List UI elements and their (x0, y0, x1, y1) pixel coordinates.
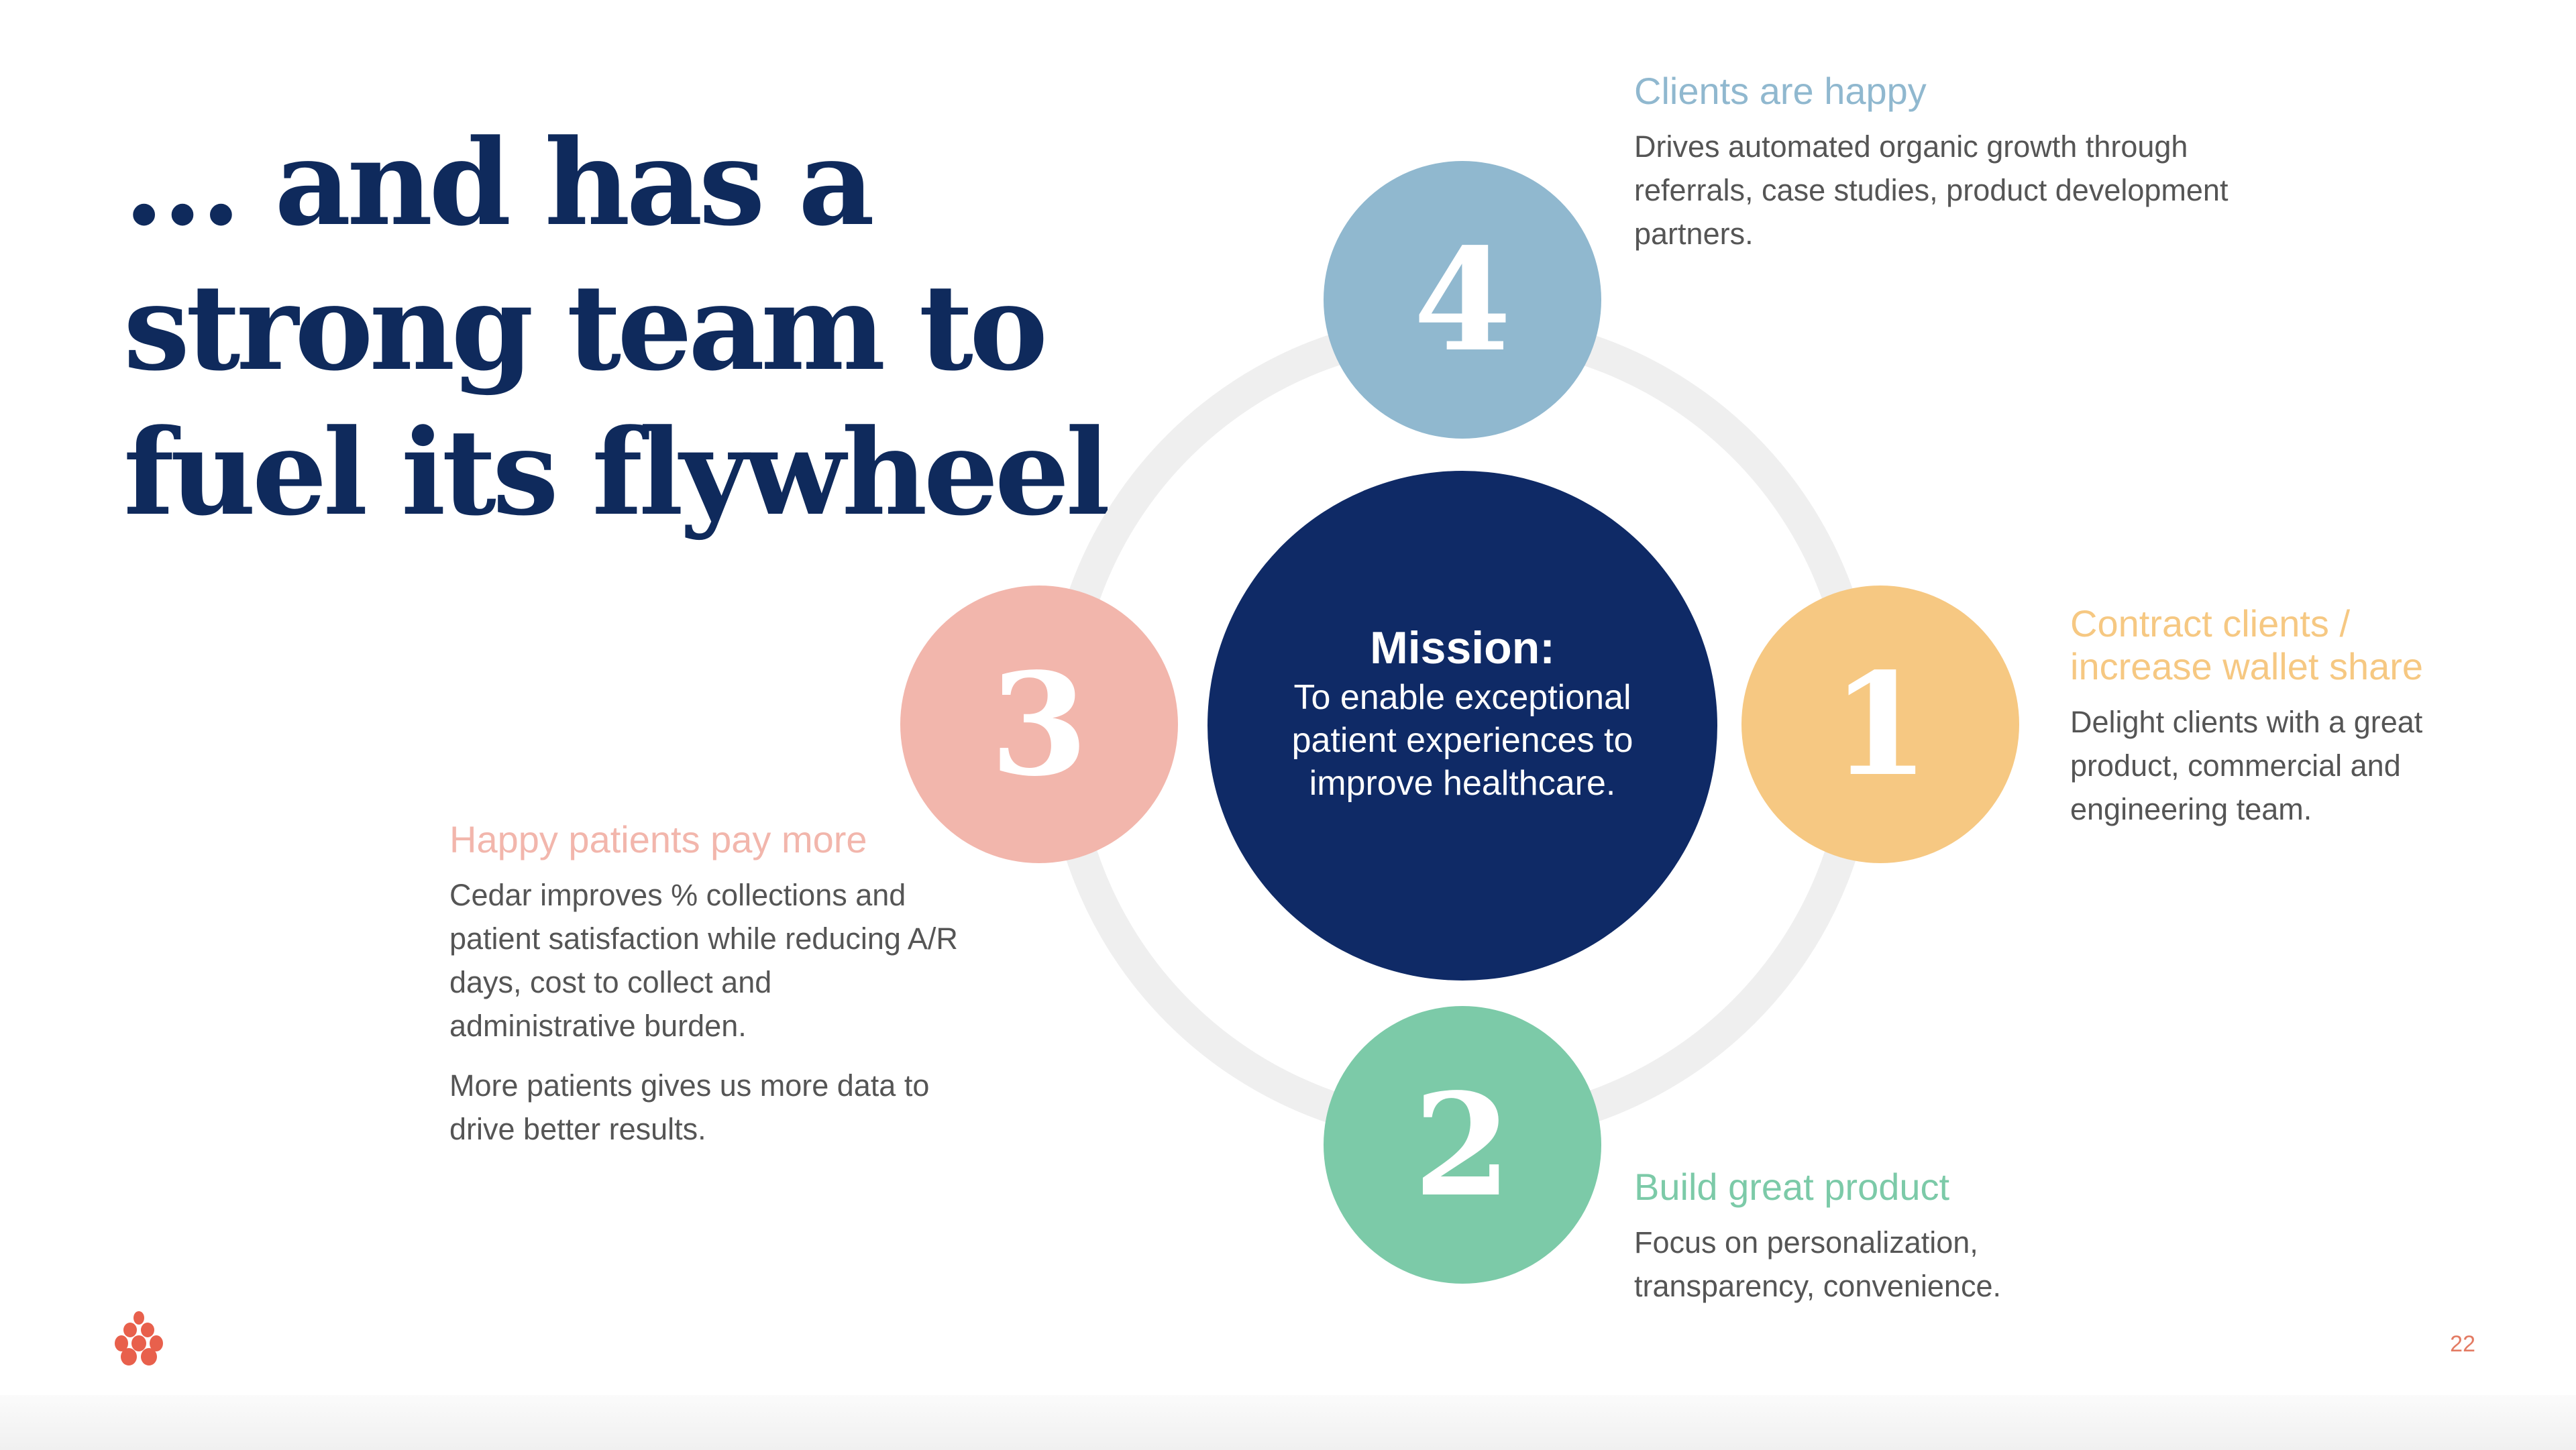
slide-title-line-2: strong team to (123, 258, 1048, 397)
step-3-description: Happy patients pay more Cedar improves %… (449, 818, 959, 1151)
step-2-description: Build great product Focus on personaliza… (1634, 1166, 2117, 1308)
step-1-title: Contract clients / increase wallet share (2070, 602, 2424, 687)
step-4-title: Clients are happy (1634, 70, 1927, 112)
step-2-text: Focus on personalization, transparency, … (1634, 1225, 2001, 1303)
step-4-text: Drives automated organic growth through … (1634, 129, 2229, 251)
step-3-title: Happy patients pay more (449, 818, 867, 860)
mission-title: Mission: (1370, 622, 1555, 673)
step-3-text-2: More patients gives us more data to driv… (449, 1068, 930, 1146)
step-4-circle: 4 (1324, 161, 1601, 439)
page-number: 22 (2450, 1331, 2475, 1357)
step-1-description: Contract clients / increase wallet share… (2070, 602, 2500, 831)
step-4-description: Clients are happy Drives automated organ… (1634, 70, 2278, 256)
pinecone-icon (115, 1311, 163, 1365)
step-3-circle: 3 (900, 585, 1178, 863)
step-2-circle: 2 (1324, 1006, 1601, 1284)
slide-title-line-3: fuel its flywheel (123, 403, 1110, 542)
step-3-text: Cedar improves % collections and patient… (449, 878, 958, 1043)
step-1-text: Delight clients with a great product, co… (2070, 705, 2423, 826)
step-1-circle: 1 (1741, 585, 2019, 863)
bottom-bar (0, 1395, 2576, 1450)
step-2-title: Build great product (1634, 1166, 1950, 1208)
slide-title: … and has a strong team to fuel its flyw… (123, 111, 1110, 545)
mission-circle: Mission: To enable exceptional patient e… (1208, 471, 1717, 981)
mission-text: To enable exceptional patient experience… (1291, 678, 1633, 803)
slide-title-line-1: … and has a (123, 113, 875, 252)
